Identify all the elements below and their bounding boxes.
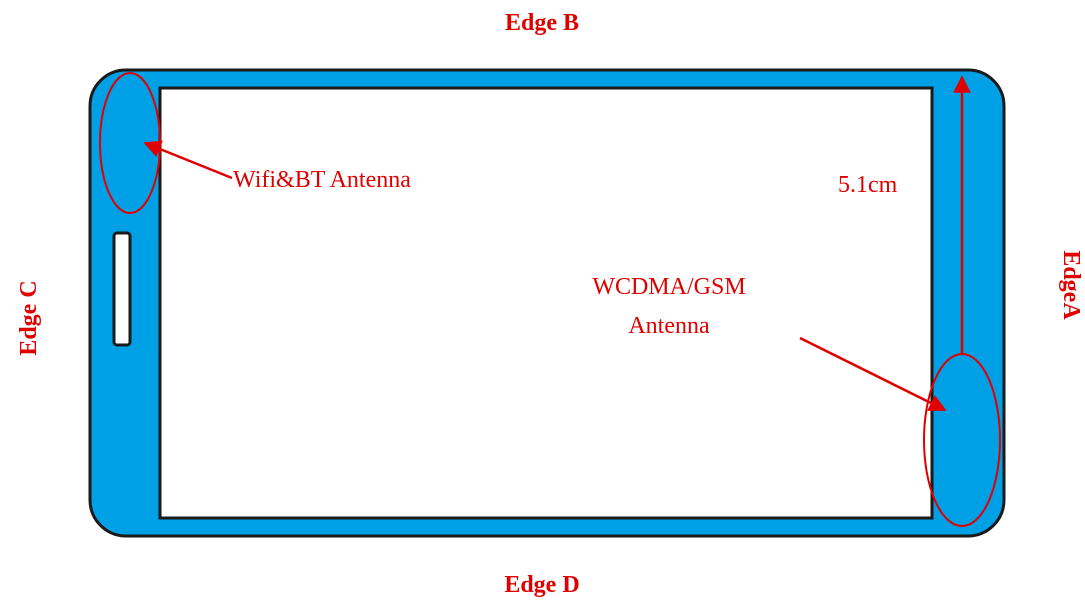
wcdma-gsm-arrow: [799, 336, 947, 412]
wcdma-gsm-antenna-label-line1: WCDMA/GSM: [592, 274, 745, 300]
device-screen: [158, 86, 934, 520]
edge-left-label: Edge C: [16, 280, 42, 355]
edge-bottom-label: Edge D: [504, 572, 579, 598]
wcdma-gsm-antenna-label-line2: Antenna: [628, 313, 710, 339]
edge-right-label: EdgeA: [1058, 250, 1084, 320]
wifi-bt-arrow: [143, 140, 233, 180]
distance-label: 5.1cm: [838, 172, 898, 198]
edge-top-label: Edge B: [505, 10, 579, 36]
wifi-bt-antenna-label: Wifi&BT Antenna: [233, 167, 411, 193]
side-button-icon: [112, 231, 132, 347]
